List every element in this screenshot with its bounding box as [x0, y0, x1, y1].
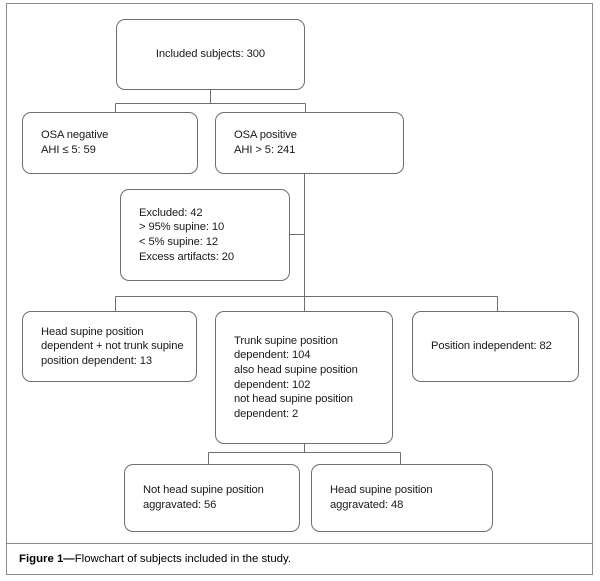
node-osa-positive-label: OSA positive AHI > 5: 241 — [234, 129, 297, 156]
node-head-supine-dependent: Head supine position dependent + not tru… — [22, 311, 197, 382]
node-trunk-supine-dependent: Trunk supine position dependent: 104 als… — [215, 311, 393, 444]
node-head-supine-aggravated: Head supine position aggravated: 48 — [311, 464, 493, 532]
node-osa-positive: OSA positive AHI > 5: 241 — [215, 112, 404, 174]
node-excluded: Excluded: 42 > 95% supine: 10 < 5% supin… — [120, 189, 290, 281]
node-osa-negative-label: OSA negative AHI ≤ 5: 59 — [41, 129, 109, 156]
node-included-subjects-label: Included subjects: 300 — [155, 48, 266, 61]
node-head-supine-dependent-label: Head supine position dependent + not tru… — [41, 325, 184, 367]
node-not-head-supine-aggravated-label: Not head supine position aggravated: 56 — [143, 484, 264, 511]
node-trunk-supine-dependent-label: Trunk supine position dependent: 104 als… — [234, 334, 358, 420]
node-osa-negative: OSA negative AHI ≤ 5: 59 — [22, 112, 198, 174]
node-head-supine-aggravated-label: Head supine position aggravated: 48 — [330, 484, 433, 511]
caption-divider — [7, 543, 592, 544]
node-position-independent-label: Position independent: 82 — [431, 340, 552, 353]
node-excluded-label: Excluded: 42 > 95% supine: 10 < 5% supin… — [139, 206, 234, 263]
figure-caption-label: Figure 1— — [19, 553, 75, 565]
figure-caption: Figure 1—Flowchart of subjects included … — [19, 552, 569, 567]
node-position-independent: Position independent: 82 — [412, 311, 579, 382]
node-not-head-supine-aggravated: Not head supine position aggravated: 56 — [124, 464, 300, 532]
figure-caption-text: Flowchart of subjects included in the st… — [74, 553, 292, 565]
node-included-subjects: Included subjects: 300 — [116, 19, 305, 90]
